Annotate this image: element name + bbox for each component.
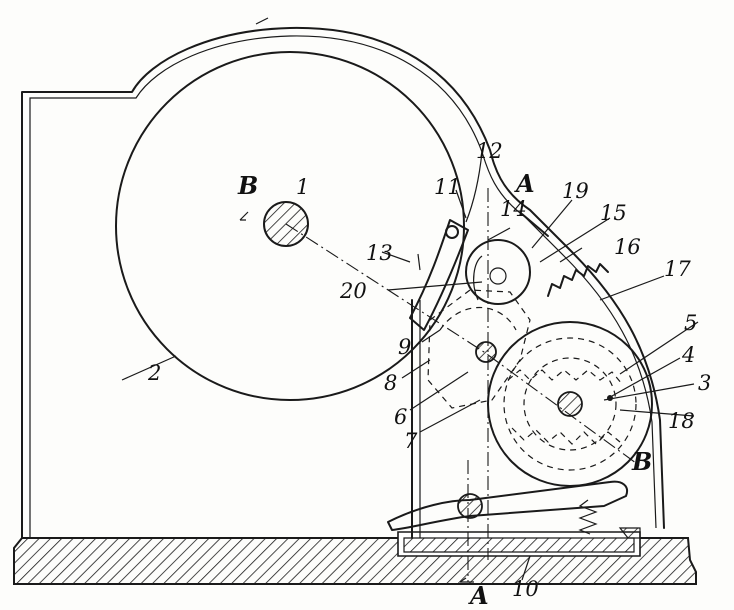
sector-gear [427,289,531,409]
label-9: 9 [398,335,411,359]
large-gear [487,321,653,487]
slide-block [397,527,641,557]
label-20: 20 [339,279,367,303]
label-10: 10 [512,577,539,601]
label-section-b-left: B [237,171,258,200]
label-6: 6 [394,405,407,429]
label-section-b-right: B [631,447,652,476]
label-12: 12 [476,139,503,163]
label-18: 18 [668,409,695,433]
label-section-a-top: A [514,169,535,198]
label-7: 7 [404,429,418,453]
label-13: 13 [366,241,393,265]
lever [387,480,628,535]
reference-labels: 1 2 3 4 5 6 7 8 9 10 11 12 13 14 15 16 1… [147,139,711,610]
pinion-15 [465,239,531,305]
label-11: 11 [434,175,461,199]
large-disc [115,51,465,401]
leader-lines [121,17,699,581]
label-19: 19 [562,179,589,203]
label-15: 15 [600,201,627,225]
section-line-a [459,188,489,583]
label-section-a-bottom: A [468,581,489,610]
housing [21,26,665,539]
label-5: 5 [684,311,697,335]
label-16: 16 [614,235,641,259]
label-3: 3 [698,371,711,395]
label-1: 1 [296,175,309,199]
label-4: 4 [681,343,695,367]
label-14: 14 [500,197,527,221]
curved-pawl [409,219,469,331]
label-2: 2 [147,361,161,385]
shaft-8 [475,341,497,363]
gear-17 [547,263,609,297]
label-8: 8 [384,371,397,395]
label-17: 17 [664,257,691,281]
